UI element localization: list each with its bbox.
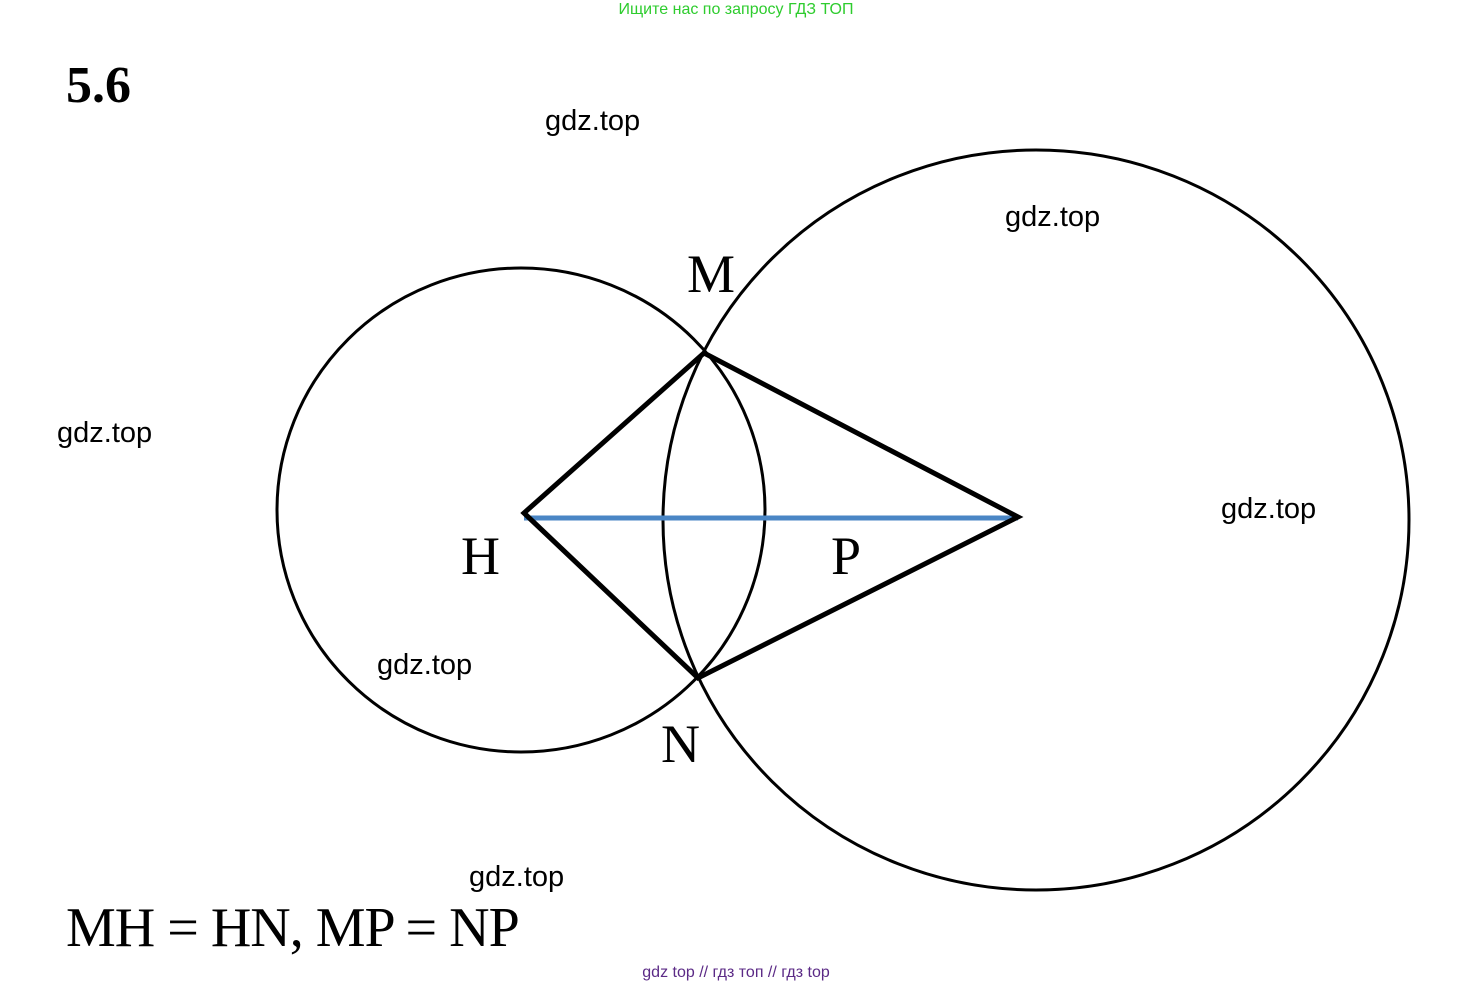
top-banner: Ищите нас по запросу ГДЗ ТОП — [618, 1, 854, 18]
equation: MH = HN, MP = NP — [66, 897, 520, 959]
watermark: gdz.top — [469, 861, 565, 893]
watermark: gdz.top — [57, 417, 153, 449]
problem-number: 5.6 — [66, 57, 131, 114]
label-p: P — [831, 526, 861, 586]
label-m: M — [687, 244, 735, 304]
watermark: gdz.top — [377, 649, 473, 681]
label-n: N — [661, 714, 700, 774]
circle-h — [275, 266, 767, 754]
watermark: gdz.top — [1005, 201, 1101, 233]
watermark: gdz.top — [545, 105, 641, 137]
watermark: gdz.top — [1221, 493, 1317, 525]
bottom-banner: gdz top // гдз топ // гдз top — [642, 964, 830, 981]
label-h: H — [461, 526, 500, 586]
kite-mpnh — [520, 349, 1024, 682]
